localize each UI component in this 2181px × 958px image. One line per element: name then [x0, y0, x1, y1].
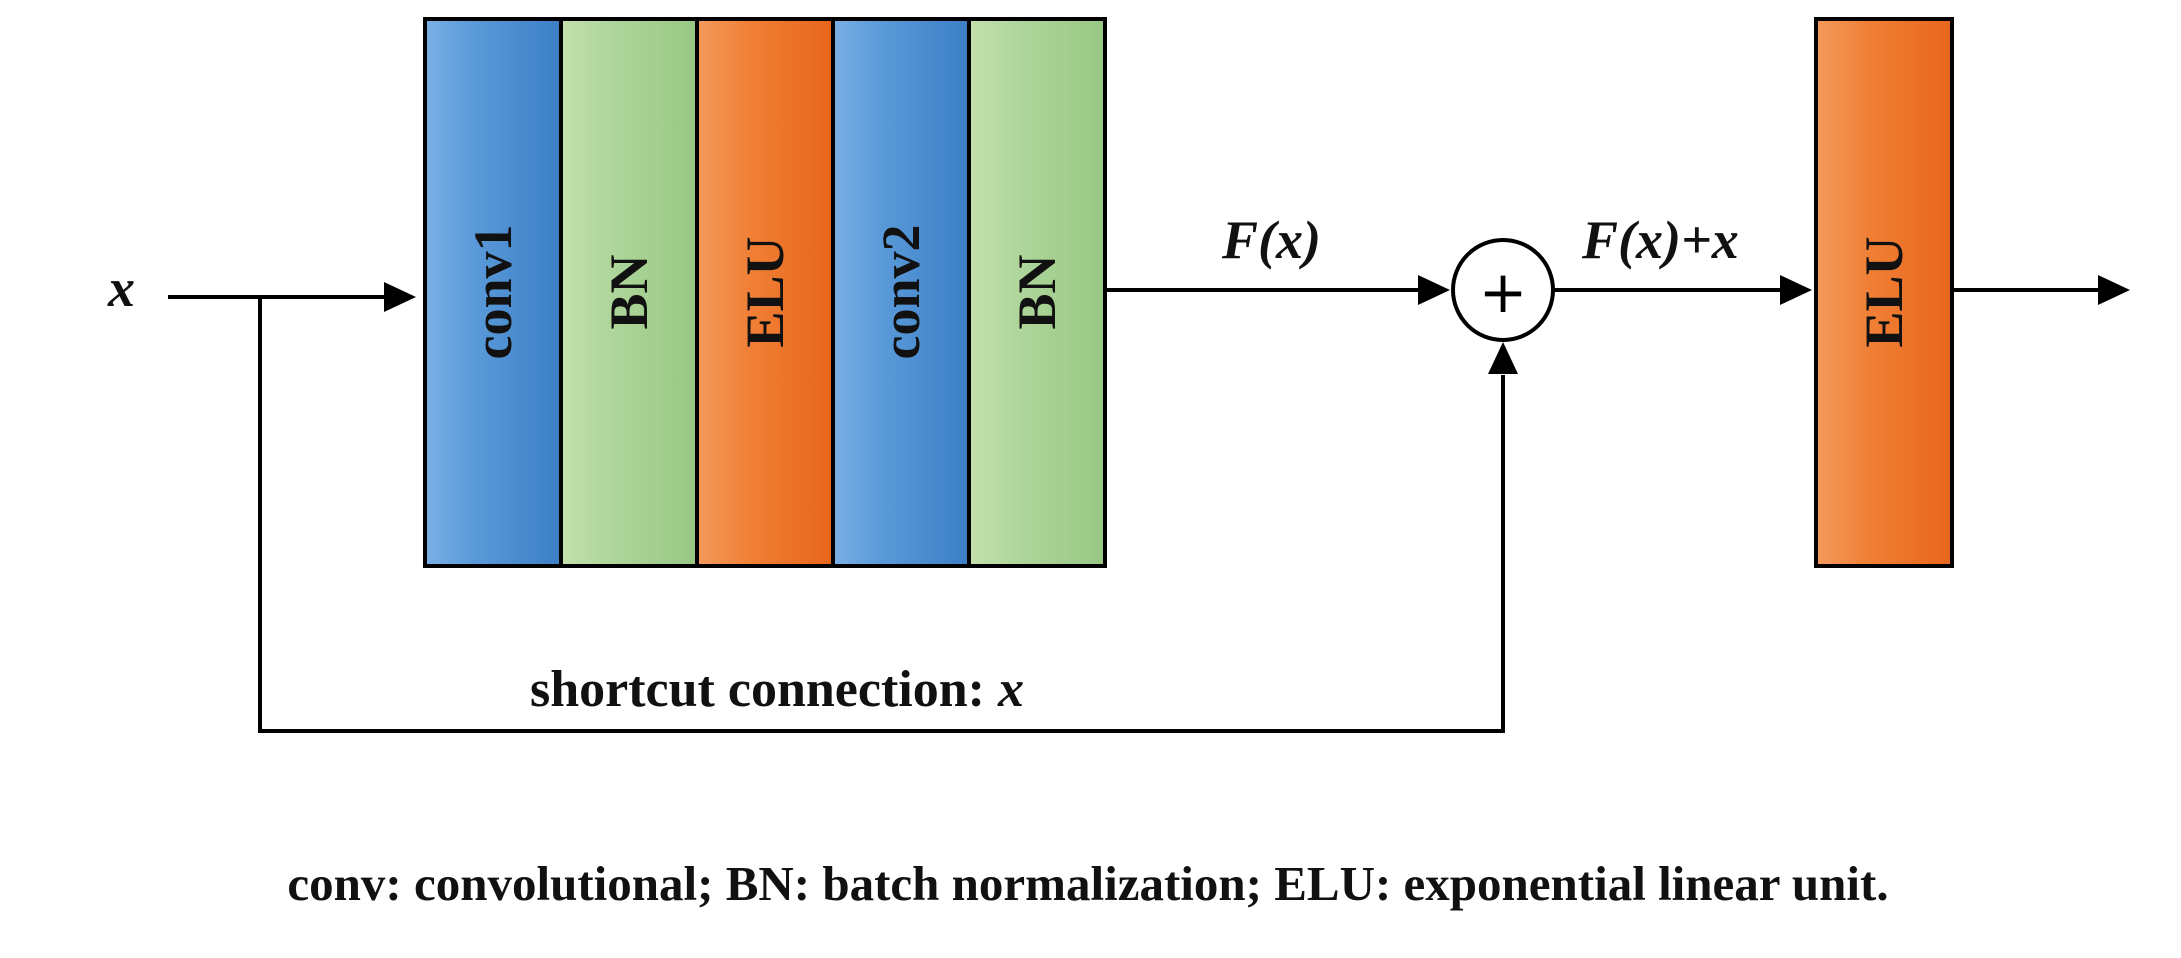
plus-icon: + — [1479, 258, 1528, 326]
fx-label: F(x) — [1221, 210, 1321, 270]
shortcut-text: shortcut connection: — [530, 661, 998, 718]
residual-block: conv1 BN ELU conv2 BN — [423, 17, 1107, 568]
sum-arrow-head — [1780, 275, 1812, 305]
layer-conv1: conv1 — [423, 17, 563, 568]
layer-conv2: conv2 — [831, 17, 971, 568]
shortcut-arrow-head — [1488, 342, 1518, 374]
output-elu-label: ELU — [1854, 236, 1914, 347]
layer-bn2-label: BN — [1007, 254, 1067, 329]
layer-bn1: BN — [559, 17, 699, 568]
shortcut-label: shortcut connection: x — [530, 661, 1024, 718]
sum-label: F(x)+x — [1581, 210, 1739, 270]
layer-bn2: BN — [967, 17, 1107, 568]
shortcut-line — [258, 297, 1505, 733]
adder-node: + — [1451, 238, 1555, 342]
layer-elu1: ELU — [695, 17, 835, 568]
layer-bn1-label: BN — [599, 254, 659, 329]
layer-conv1-label: conv1 — [463, 225, 523, 360]
output-elu-block: ELU — [1814, 17, 1954, 568]
input-label: x — [107, 258, 135, 318]
layer-elu1-label: ELU — [735, 236, 795, 347]
layer-conv2-label: conv2 — [871, 225, 931, 360]
input-arrow-head — [384, 282, 416, 312]
fx-arrow-head — [1418, 275, 1450, 305]
shortcut-var: x — [997, 661, 1024, 718]
caption: conv: convolutional; BN: batch normaliza… — [287, 856, 1888, 911]
output-arrow-head — [2098, 275, 2130, 305]
